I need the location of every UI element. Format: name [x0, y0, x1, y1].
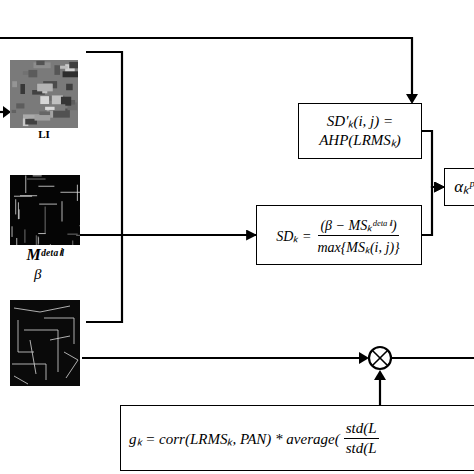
connector-arrow [422, 131, 444, 187]
detail-line [67, 234, 77, 235]
image-background [10, 175, 80, 245]
image-label: β [0, 265, 90, 284]
detail-line [20, 195, 37, 196]
edge-line [50, 336, 70, 340]
image-background [10, 60, 78, 128]
building-block [37, 84, 53, 92]
building-block [16, 103, 24, 108]
fraction-numerator: (β − MSₖᵈᵉᵗᵃⁱˡ) [318, 215, 398, 236]
edge-image [10, 300, 80, 386]
building-block [40, 96, 49, 104]
formula-text: αₖᵖ [448, 174, 474, 199]
building-block [63, 71, 78, 77]
detail-line [27, 179, 46, 180]
building-block [45, 107, 54, 110]
detail-line [33, 175, 42, 176]
gain-wire [379, 377, 381, 405]
fraction: std(Lstd(L [344, 420, 379, 457]
input-image: LI [10, 60, 78, 128]
fraction-numerator: std(L [344, 420, 379, 439]
detail-line [36, 235, 37, 245]
arrow-head [3, 106, 11, 118]
multiply-symbol [369, 347, 391, 369]
building-block [12, 81, 17, 87]
process-box: SD′ₖ(i, j) = AHP(LRMSₖ) [298, 103, 422, 159]
building-block [66, 84, 73, 90]
detail-line [38, 186, 54, 187]
formula-text: SDₖ = [276, 226, 311, 245]
formula-text: gₖ = corr(LRMSₖ, PAN) * average( [129, 428, 340, 448]
detail-line [60, 192, 80, 193]
process-box: SDₖ =(β − MSₖᵈᵉᵗᵃⁱˡ)max{MSₖ(i, j)} [256, 205, 422, 265]
detail-line [25, 175, 26, 193]
edge-line [30, 340, 36, 374]
building-block [28, 70, 37, 77]
fraction: (β − MSₖᵈᵉᵗᵃⁱˡ)max{MSₖ(i, j)} [315, 215, 401, 256]
detail-line [50, 244, 51, 245]
detail-line [39, 204, 57, 205]
edge-image-background [10, 300, 80, 386]
image-label: LI [0, 128, 88, 142]
aerial-image [10, 60, 78, 128]
detail-line [72, 241, 73, 245]
gain-box: gₖ = corr(LRMSₖ, PAN) * average(std(Lstd… [120, 405, 474, 471]
edge-line [64, 352, 78, 378]
detail-line [18, 202, 19, 219]
building-block [36, 61, 44, 65]
building-block [35, 115, 51, 121]
detail-line [77, 185, 78, 201]
detail-image: Mᵈᵉᵗᵃⁱˡβ [10, 175, 80, 245]
edge-line [14, 306, 70, 312]
image-caption: Mᵈᵉᵗᵃⁱˡβ [0, 245, 90, 284]
detail-line [24, 229, 25, 242]
multiply-cross [372, 350, 388, 366]
detail-line [45, 207, 46, 234]
output-wire [391, 357, 474, 359]
edge-line [44, 318, 74, 344]
edge-line [14, 376, 28, 384]
building-block [12, 110, 16, 113]
formula-text: SD′ₖ(i, j) = AHP(LRMSₖ) [299, 110, 421, 152]
connector-arrow [422, 187, 444, 235]
arrow-head [359, 352, 369, 364]
fraction-denominator: max{MSₖ(i, j)} [315, 236, 401, 256]
detail-image-art [10, 175, 80, 245]
multiply-cross [372, 350, 388, 366]
building-block [54, 65, 60, 75]
output-box: αₖᵖ [444, 168, 474, 206]
detail-line [62, 201, 63, 221]
fraction-denominator: std(L [344, 439, 379, 457]
building-block [69, 62, 78, 68]
arrow-head [374, 370, 386, 380]
detail-line [12, 226, 13, 237]
frame-wire [86, 52, 122, 322]
image-label: Mᵈᵉᵗᵃⁱˡ [0, 245, 90, 265]
connector-arrow [80, 234, 256, 236]
detail-line [15, 199, 16, 214]
signal-wire [82, 357, 362, 359]
detail-line [79, 225, 80, 226]
building-block [20, 84, 25, 94]
detail-line [38, 236, 39, 245]
image-caption: LI [0, 128, 88, 142]
detail-line [16, 238, 17, 245]
detail-line [38, 233, 46, 234]
edge-line [24, 330, 58, 372]
detail-line [76, 235, 80, 236]
